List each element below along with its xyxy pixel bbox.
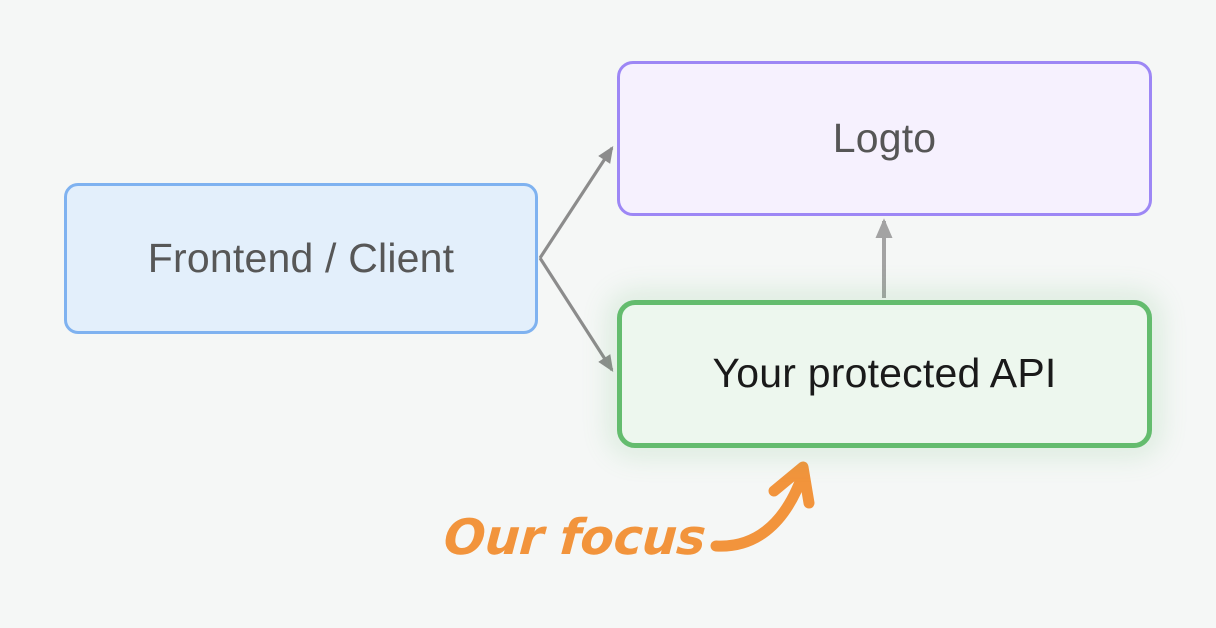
node-frontend-client[interactable]: Frontend / Client	[64, 183, 538, 334]
edge-frontend-to-logto	[538, 146, 614, 259]
annotation-arrow-icon	[710, 468, 809, 552]
annotation-arrow-head-icon	[768, 461, 815, 509]
node-logto[interactable]: Logto	[617, 61, 1152, 216]
node-logto-label: Logto	[832, 114, 937, 161]
edge-frontend-to-api	[538, 257, 614, 372]
node-your-protected-api-label: Your protected API	[712, 350, 1057, 397]
annotation-our-focus-label: Our focus	[442, 508, 708, 566]
annotation-our-focus: Our focus	[442, 505, 724, 569]
node-frontend-client-label: Frontend / Client	[147, 234, 455, 281]
node-your-protected-api[interactable]: Your protected API	[617, 300, 1152, 448]
